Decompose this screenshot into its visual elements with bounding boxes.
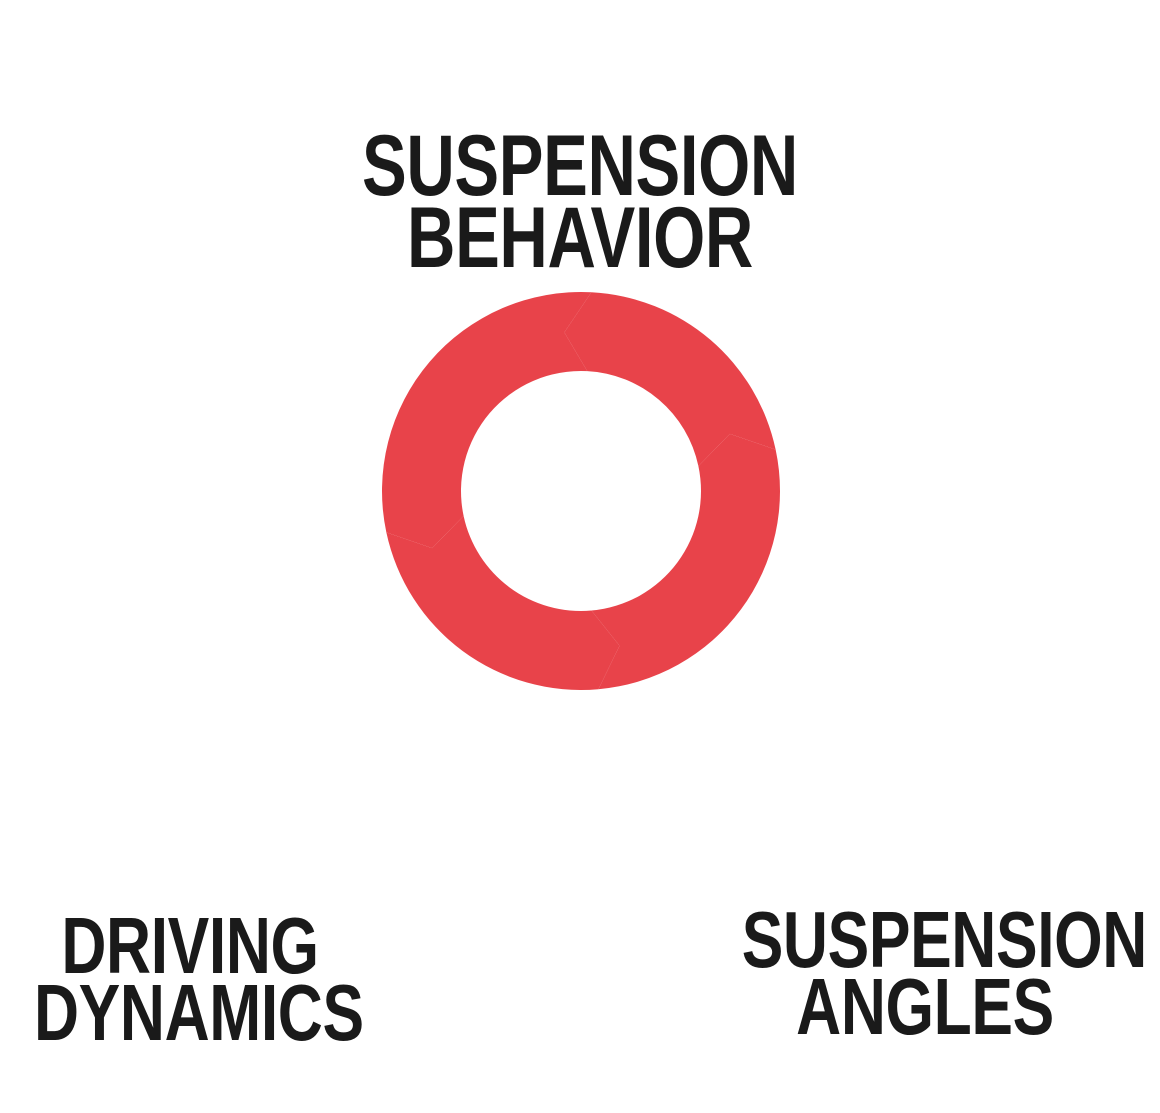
label-suspension-angles: SUSPENSION ANGLES bbox=[690, 838, 1160, 1107]
label-driving-dynamics: DRIVING DYNAMICS bbox=[0, 844, 390, 1113]
donut-segment bbox=[564, 292, 776, 467]
label-suspension-behavior-text: SUSPENSION BEHAVIOR bbox=[362, 117, 798, 287]
donut-segment-group bbox=[382, 291, 780, 690]
label-suspension-behavior: SUSPENSION BEHAVIOR bbox=[180, 58, 980, 347]
donut-segment bbox=[382, 291, 592, 549]
donut-svg bbox=[382, 291, 780, 690]
donut-segment bbox=[386, 515, 620, 690]
label-suspension-angles-text: SUSPENSION ANGLES bbox=[741, 894, 1148, 1051]
infographic-canvas: SUSPENSION BEHAVIOR DRIVING DYNAMICS SUS… bbox=[34, 58, 1148, 1053]
label-driving-dynamics-text: DRIVING DYNAMICS bbox=[34, 900, 364, 1057]
cycle-donut-chart bbox=[371, 281, 791, 701]
donut-segment bbox=[591, 433, 780, 690]
